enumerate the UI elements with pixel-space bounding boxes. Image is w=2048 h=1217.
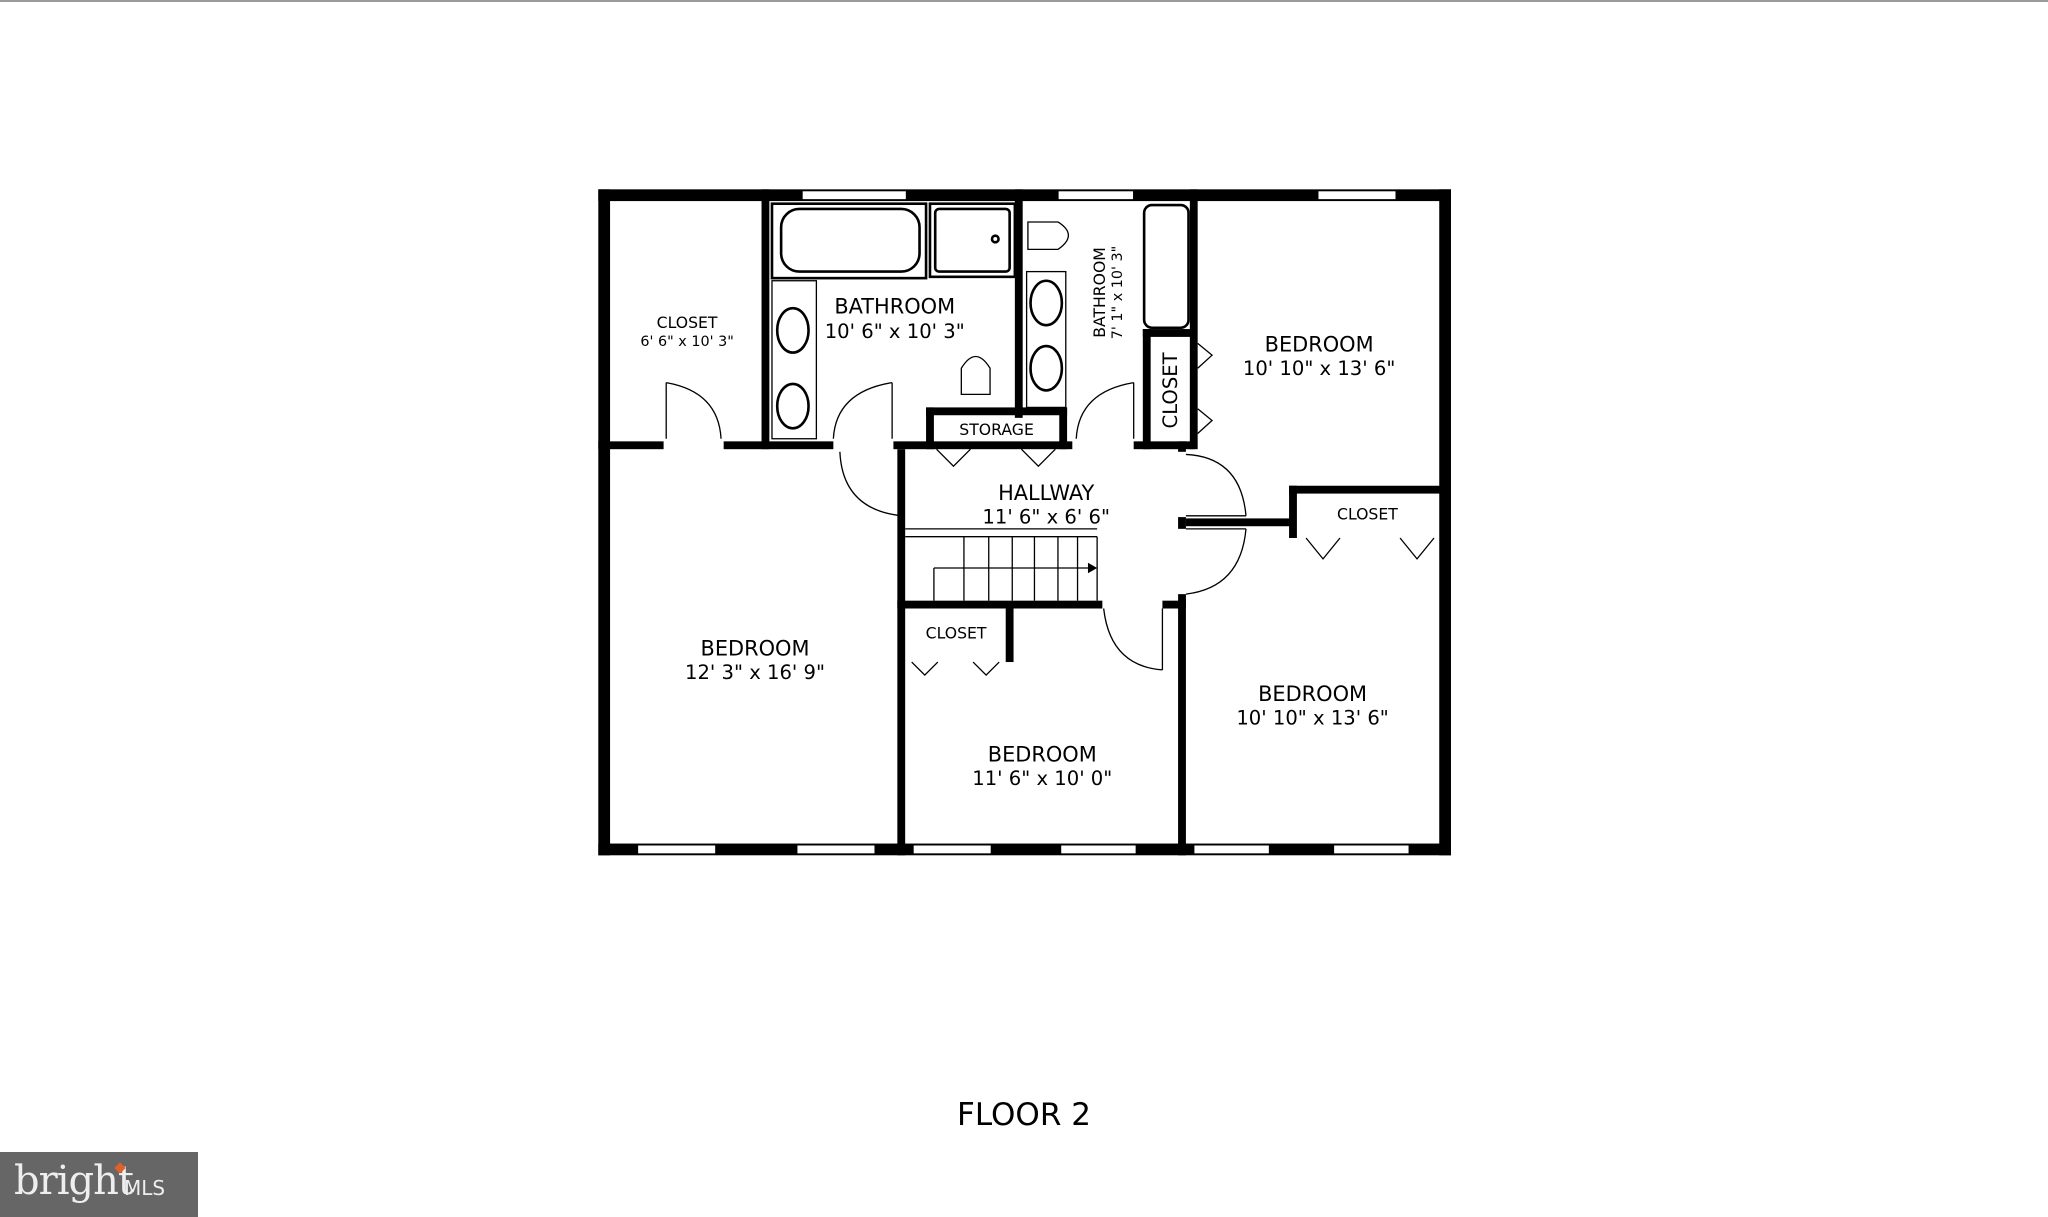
- room-name: CLOSET: [1337, 505, 1398, 524]
- staircase: [905, 528, 1098, 601]
- room-dims: 11' 6" x 6' 6": [982, 506, 1110, 529]
- room-name: CLOSET: [1159, 351, 1182, 428]
- room-dims: 7' 1" x 10' 3": [1110, 246, 1126, 340]
- room-name: BATHROOM: [1090, 247, 1109, 338]
- logo-suffix: MLS: [124, 1176, 166, 1200]
- fixtures: [665, 202, 1435, 677]
- room-name: BEDROOM: [1265, 332, 1374, 356]
- room-dims: 10' 10" x 13' 6": [1236, 707, 1388, 730]
- room-dims: 11' 6" x 10' 0": [972, 767, 1112, 790]
- room-name: BATHROOM: [834, 294, 955, 318]
- room-name: HALLWAY: [998, 481, 1094, 505]
- room-dims: 10' 6" x 10' 3": [825, 320, 965, 343]
- floor-title: FLOOR 2: [957, 1097, 1091, 1133]
- room-name: BEDROOM: [988, 742, 1097, 766]
- room-name: CLOSET: [926, 624, 987, 643]
- top-border: [0, 0, 2048, 2]
- outer-walls: [598, 189, 1451, 856]
- windows: [636, 189, 1410, 855]
- room-name: STORAGE: [959, 420, 1034, 439]
- logo-brand: bright: [14, 1158, 134, 1204]
- bright-mls-logo: bright MLS: [0, 1152, 198, 1217]
- room-name: BEDROOM: [701, 637, 810, 661]
- room-name: BEDROOM: [1258, 682, 1367, 706]
- room-dims: 12' 3" x 16' 9": [685, 661, 825, 684]
- room-name: CLOSET: [657, 313, 718, 332]
- room-dims: 6' 6" x 10' 3": [640, 334, 734, 350]
- room-dims: 10' 10" x 13' 6": [1243, 357, 1395, 380]
- interior-walls: [598, 189, 1446, 856]
